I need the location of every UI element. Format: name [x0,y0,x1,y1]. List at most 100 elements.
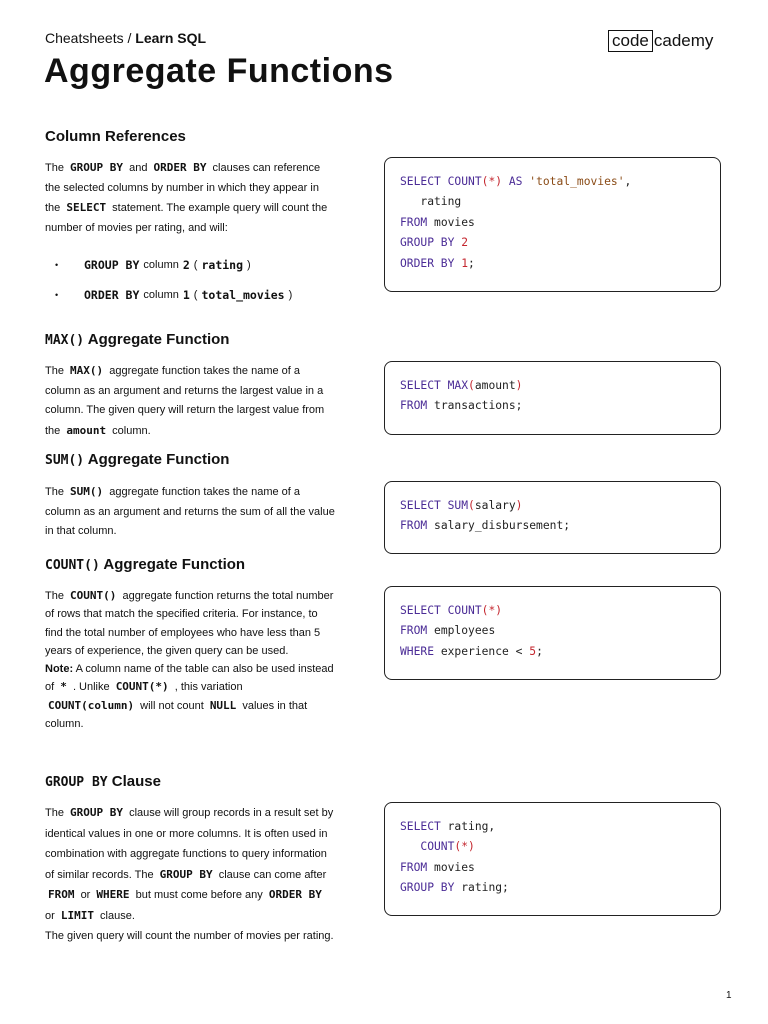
text-run: The [45,486,64,498]
inline-code: total_movies [201,288,285,302]
section-heading-group-by: GROUP BY Clause [45,773,161,790]
text-run: The given query will count the number of… [45,930,334,942]
text-run: The [45,162,64,174]
code-string: 'total_movies' [529,175,625,188]
text-run: and [129,162,148,174]
code-token: rating; [461,881,509,895]
bullet-icon: • [55,290,59,300]
heading-code: SUM() [45,453,85,468]
inline-code: 1 [182,288,190,302]
code-token: (*) [481,604,503,617]
code-keyword: SELECT [400,379,441,392]
section-heading-column-references: Column References [45,128,186,145]
text-run: aggregate function takes the name of a c… [45,486,335,537]
section-text-column-references: The GROUP BY and ORDER BY clauses can re… [45,158,335,238]
text-run: The [45,807,64,819]
code-keyword: SUM [447,499,469,512]
code-keyword: GROUP BY [400,236,455,250]
code-token: movies [434,860,475,874]
text-run: clause can come after [218,868,327,881]
code-token: ( [468,499,475,512]
code-block-count[interactable]: SELECT COUNT(*) FROM employees WHERE exp… [384,586,721,680]
text-run: The [45,365,64,377]
inline-code: amount [66,423,107,437]
inline-code: SUM() [70,485,104,498]
text-run: values in that column. [45,699,308,731]
breadcrumb-current[interactable]: Learn SQL [135,30,207,46]
text-run: aggregate function returns the total num… [45,590,334,657]
code-keyword: AS [508,175,523,188]
code-keyword: FROM [400,215,428,229]
logo-rest-text: cademy [653,31,714,50]
inline-code: WHERE [96,888,130,901]
code-keyword: SELECT [400,820,441,833]
section-heading-count: COUNT() Aggregate Function [45,556,245,573]
code-block-column-references[interactable]: SELECT COUNT(*) AS 'total_movies', ratin… [384,157,721,292]
text-run: ( [193,259,198,271]
text-run: . Unlike [72,681,110,694]
code-token: ; [536,644,543,658]
code-token: salary_disbursement; [434,519,571,533]
code-number: 2 [461,236,469,250]
code-token: experience < [440,644,523,658]
inline-code: * [60,680,67,694]
inline-code: GROUP BY [159,867,213,881]
code-token: salary [474,499,516,512]
section-heading-max: MAX() Aggregate Function [45,331,229,348]
text-run: column. [112,424,151,437]
text-run: clause will group records in a result se… [45,807,334,881]
code-token: ; [468,256,475,270]
code-keyword: MAX [447,379,469,392]
code-token: ( [468,379,475,392]
bullet-icon: • [55,260,59,270]
code-keyword: WHERE [400,644,435,658]
section-text-sum: The SUM() aggregate function takes the n… [45,482,335,542]
inline-code: COUNT() [70,589,117,602]
code-block-max[interactable]: SELECT MAX(amount) FROM transactions; [384,361,721,435]
page-number: 1 [726,990,732,1001]
code-keyword: COUNT [447,175,482,188]
text-run: aggregate function takes the name of a c… [45,365,325,437]
code-block-group-by[interactable]: SELECT rating, COUNT(*) FROM movies GROU… [384,802,721,916]
text-run: will not count [140,699,204,712]
code-keyword: SELECT [400,604,441,617]
code-keyword: SELECT [400,175,441,188]
inline-code: COUNT(*) [115,680,169,694]
breadcrumb-prefix: Cheatsheets / [45,30,132,46]
logo-boxed-text: code [608,30,653,52]
code-token: ) [515,379,523,392]
inline-code: ORDER BY [268,888,322,901]
text-run: , this variation [174,681,243,694]
code-keyword: FROM [400,399,428,413]
text-run: ( [193,289,198,301]
heading-text: Clause [111,773,161,790]
code-keyword: SELECT [400,499,441,512]
text-run: ) [288,289,293,301]
inline-code: MAX() [70,364,104,377]
heading-code: COUNT() [45,558,100,573]
text-run: ) [247,259,251,271]
column-reference-list: • GROUP BY column 2 ( rating ) • ORDER B… [55,250,292,310]
section-text-group-by: The GROUP BY clause will group records i… [45,803,335,947]
heading-text: Aggregate Function [103,556,246,573]
code-token: rating [420,195,462,209]
code-token: (*) [481,175,503,188]
inline-code: FROM [48,888,75,901]
note-label: Note: [45,663,74,676]
code-keyword: FROM [400,624,428,638]
inline-code: 2 [182,258,190,272]
text-run: clauses can reference the selected colum… [45,162,321,214]
code-block-sum[interactable]: SELECT SUM(salary) FROM salary_disbursem… [384,481,721,554]
text-run: or [45,909,55,922]
heading-text: Aggregate Function [87,451,230,468]
inline-code: rating [201,258,244,272]
code-token: amount [474,379,516,392]
code-token: (*) [454,840,475,854]
list-item: • ORDER BY column 1 ( total_movies ) [55,280,292,310]
code-token: movies [434,215,475,229]
inline-code: ORDER BY [84,288,140,302]
text-run: clause. [100,909,135,922]
heading-code: GROUP BY [45,775,108,790]
section-text-count: The COUNT() aggregate function returns t… [45,587,335,733]
